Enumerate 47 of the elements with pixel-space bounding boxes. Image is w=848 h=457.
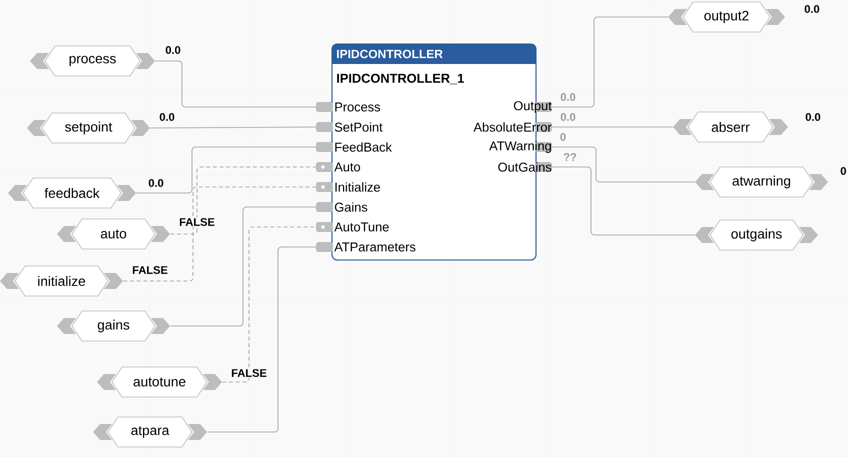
tag-hexagon: initialize xyxy=(0,266,123,296)
output-pin: Output xyxy=(514,101,552,113)
wire xyxy=(552,146,696,182)
tag-hexagon: output2 xyxy=(668,2,786,32)
tag-hexagon: outgains xyxy=(695,220,818,250)
tag-hexagon: gains xyxy=(57,310,170,342)
tag-hexagon: abserr xyxy=(673,112,788,142)
input-pin: FeedBack xyxy=(316,142,392,152)
output-pin: OutGains xyxy=(498,162,552,172)
wire xyxy=(122,186,316,282)
input-pin: Auto xyxy=(316,162,360,172)
node-label: Gains xyxy=(334,202,368,212)
input-pin: ATParameters xyxy=(316,242,416,252)
wire xyxy=(206,246,316,432)
tag-hexagon: setpoint xyxy=(27,112,150,144)
input-pin: Initialize xyxy=(316,182,380,192)
tag-hexagon: feedback xyxy=(8,178,136,208)
wire xyxy=(552,166,696,236)
node-label: ATParameters xyxy=(334,242,416,252)
value-label: 0.0 xyxy=(806,113,820,121)
node-label: FeedBack xyxy=(335,142,392,152)
wire xyxy=(222,226,316,382)
tag-hexagon: atwarning xyxy=(695,166,828,198)
node-label: Process xyxy=(335,102,380,112)
wire xyxy=(154,60,316,108)
input-pin: AutoTune xyxy=(316,222,389,232)
wire xyxy=(150,126,316,128)
input-pin: Process xyxy=(316,102,380,112)
value-label: 0 xyxy=(840,167,846,175)
wire xyxy=(552,126,674,128)
wire xyxy=(170,166,316,234)
value-label: 0.0 xyxy=(804,5,820,13)
tag-hexagon: autotune xyxy=(97,366,222,398)
node-label: SetPoint xyxy=(334,122,383,132)
node-label: Initialize xyxy=(335,182,380,192)
output-pin: AbsoluteError xyxy=(474,122,552,132)
output-pin: ATWarning xyxy=(489,141,552,153)
wire xyxy=(552,16,668,108)
input-pin: Gains xyxy=(316,202,368,212)
node-label: Auto xyxy=(334,162,360,172)
tag-hexagon: auto xyxy=(57,218,170,250)
tag-hexagon: atpara xyxy=(93,416,207,448)
wire xyxy=(170,206,316,326)
input-pin: SetPoint xyxy=(316,122,383,132)
tag-hexagon: process xyxy=(30,46,155,76)
wire xyxy=(136,146,316,194)
node-label: AutoTune xyxy=(334,222,389,232)
